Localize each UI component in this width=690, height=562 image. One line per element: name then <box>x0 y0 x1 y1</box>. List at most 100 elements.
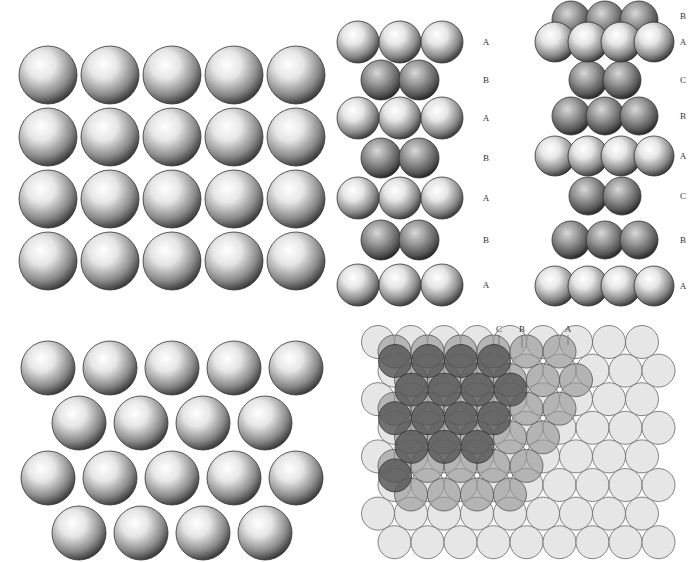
sphere <box>379 21 421 63</box>
sphere <box>399 60 439 100</box>
sphere <box>267 46 325 104</box>
a-layer-circle <box>543 526 576 559</box>
a-layer-circle <box>560 440 593 473</box>
sphere <box>205 170 263 228</box>
layer-label: B <box>680 11 686 21</box>
c-layer-circle <box>478 345 511 378</box>
sphere <box>421 177 463 219</box>
c-layer-circle <box>461 430 494 463</box>
sphere <box>552 97 590 135</box>
layer-label: B <box>483 153 489 163</box>
sphere <box>337 177 379 219</box>
sphere <box>81 170 139 228</box>
a-layer-circle <box>642 354 675 387</box>
sphere <box>143 232 201 290</box>
sphere <box>145 341 199 395</box>
a-layer-circle <box>576 411 609 444</box>
sphere <box>634 22 674 62</box>
c-layer-circle <box>461 373 494 406</box>
sphere <box>634 136 674 176</box>
sphere <box>207 341 261 395</box>
b-layer-circle <box>510 449 543 482</box>
sphere <box>52 396 106 450</box>
sphere <box>21 341 75 395</box>
layer-label: B <box>680 111 686 121</box>
sphere <box>337 264 379 306</box>
a-layer-circle <box>609 411 642 444</box>
a-layer-circle <box>593 383 626 416</box>
layer-label: A <box>483 280 490 290</box>
a-layer-circle <box>626 497 659 530</box>
sphere <box>83 341 137 395</box>
c-layer-circle <box>445 345 478 378</box>
sphere <box>19 46 77 104</box>
layer-label: B <box>519 324 525 334</box>
sphere <box>569 61 607 99</box>
sphere <box>603 61 641 99</box>
layer-label: C <box>680 75 686 85</box>
a-layer-circle <box>543 469 576 502</box>
sphere <box>361 220 401 260</box>
leader-lines <box>499 335 568 352</box>
sphere <box>19 170 77 228</box>
layer-label: C <box>680 191 686 201</box>
c-layer-circle <box>395 430 428 463</box>
sphere <box>361 60 401 100</box>
c-layer-circle <box>412 345 445 378</box>
sphere <box>19 108 77 166</box>
layer-label: A <box>565 324 572 334</box>
b-layer-circle <box>543 335 576 368</box>
sphere <box>634 266 674 306</box>
a-layer-circle <box>626 326 659 359</box>
sphere <box>399 138 439 178</box>
b-layer-circle <box>510 335 543 368</box>
b-layer-circle <box>543 392 576 425</box>
layer-label: A <box>483 37 490 47</box>
c-layer-circle <box>379 345 412 378</box>
sphere <box>379 97 421 139</box>
b-layer-circle <box>428 478 461 511</box>
a-layer-circle <box>626 383 659 416</box>
a-layer-circle <box>362 497 395 530</box>
b-layer-circle <box>494 478 527 511</box>
sphere <box>238 396 292 450</box>
a-layer-circle <box>510 526 543 559</box>
a-layer-circle <box>609 469 642 502</box>
sphere <box>81 232 139 290</box>
layer-label: B <box>483 235 489 245</box>
sphere <box>176 506 230 560</box>
sphere <box>586 221 624 259</box>
sphere <box>361 138 401 178</box>
c-layer-circle <box>428 373 461 406</box>
sphere <box>81 108 139 166</box>
a-layer-circle <box>642 469 675 502</box>
sphere <box>81 46 139 104</box>
sphere <box>143 46 201 104</box>
a-layer-circle <box>642 411 675 444</box>
a-layer-circle <box>477 526 510 559</box>
sphere <box>19 232 77 290</box>
sphere <box>52 506 106 560</box>
sphere <box>379 264 421 306</box>
sphere <box>21 451 75 505</box>
sphere <box>267 232 325 290</box>
a-layer-circle <box>560 497 593 530</box>
sphere <box>421 21 463 63</box>
layer-label: A <box>483 193 490 203</box>
b-layer-circle <box>560 364 593 397</box>
c-layer-circle <box>428 430 461 463</box>
layer-label: B <box>680 235 686 245</box>
a-layer-circle <box>576 469 609 502</box>
sphere-layers <box>19 1 674 560</box>
sphere <box>207 451 261 505</box>
layer-label: C <box>496 324 502 334</box>
layer-label: A <box>680 37 687 47</box>
sphere <box>145 451 199 505</box>
sphere <box>421 97 463 139</box>
sphere <box>238 506 292 560</box>
sphere <box>379 177 421 219</box>
sphere <box>143 108 201 166</box>
a-layer-circle <box>609 526 642 559</box>
sphere <box>83 451 137 505</box>
